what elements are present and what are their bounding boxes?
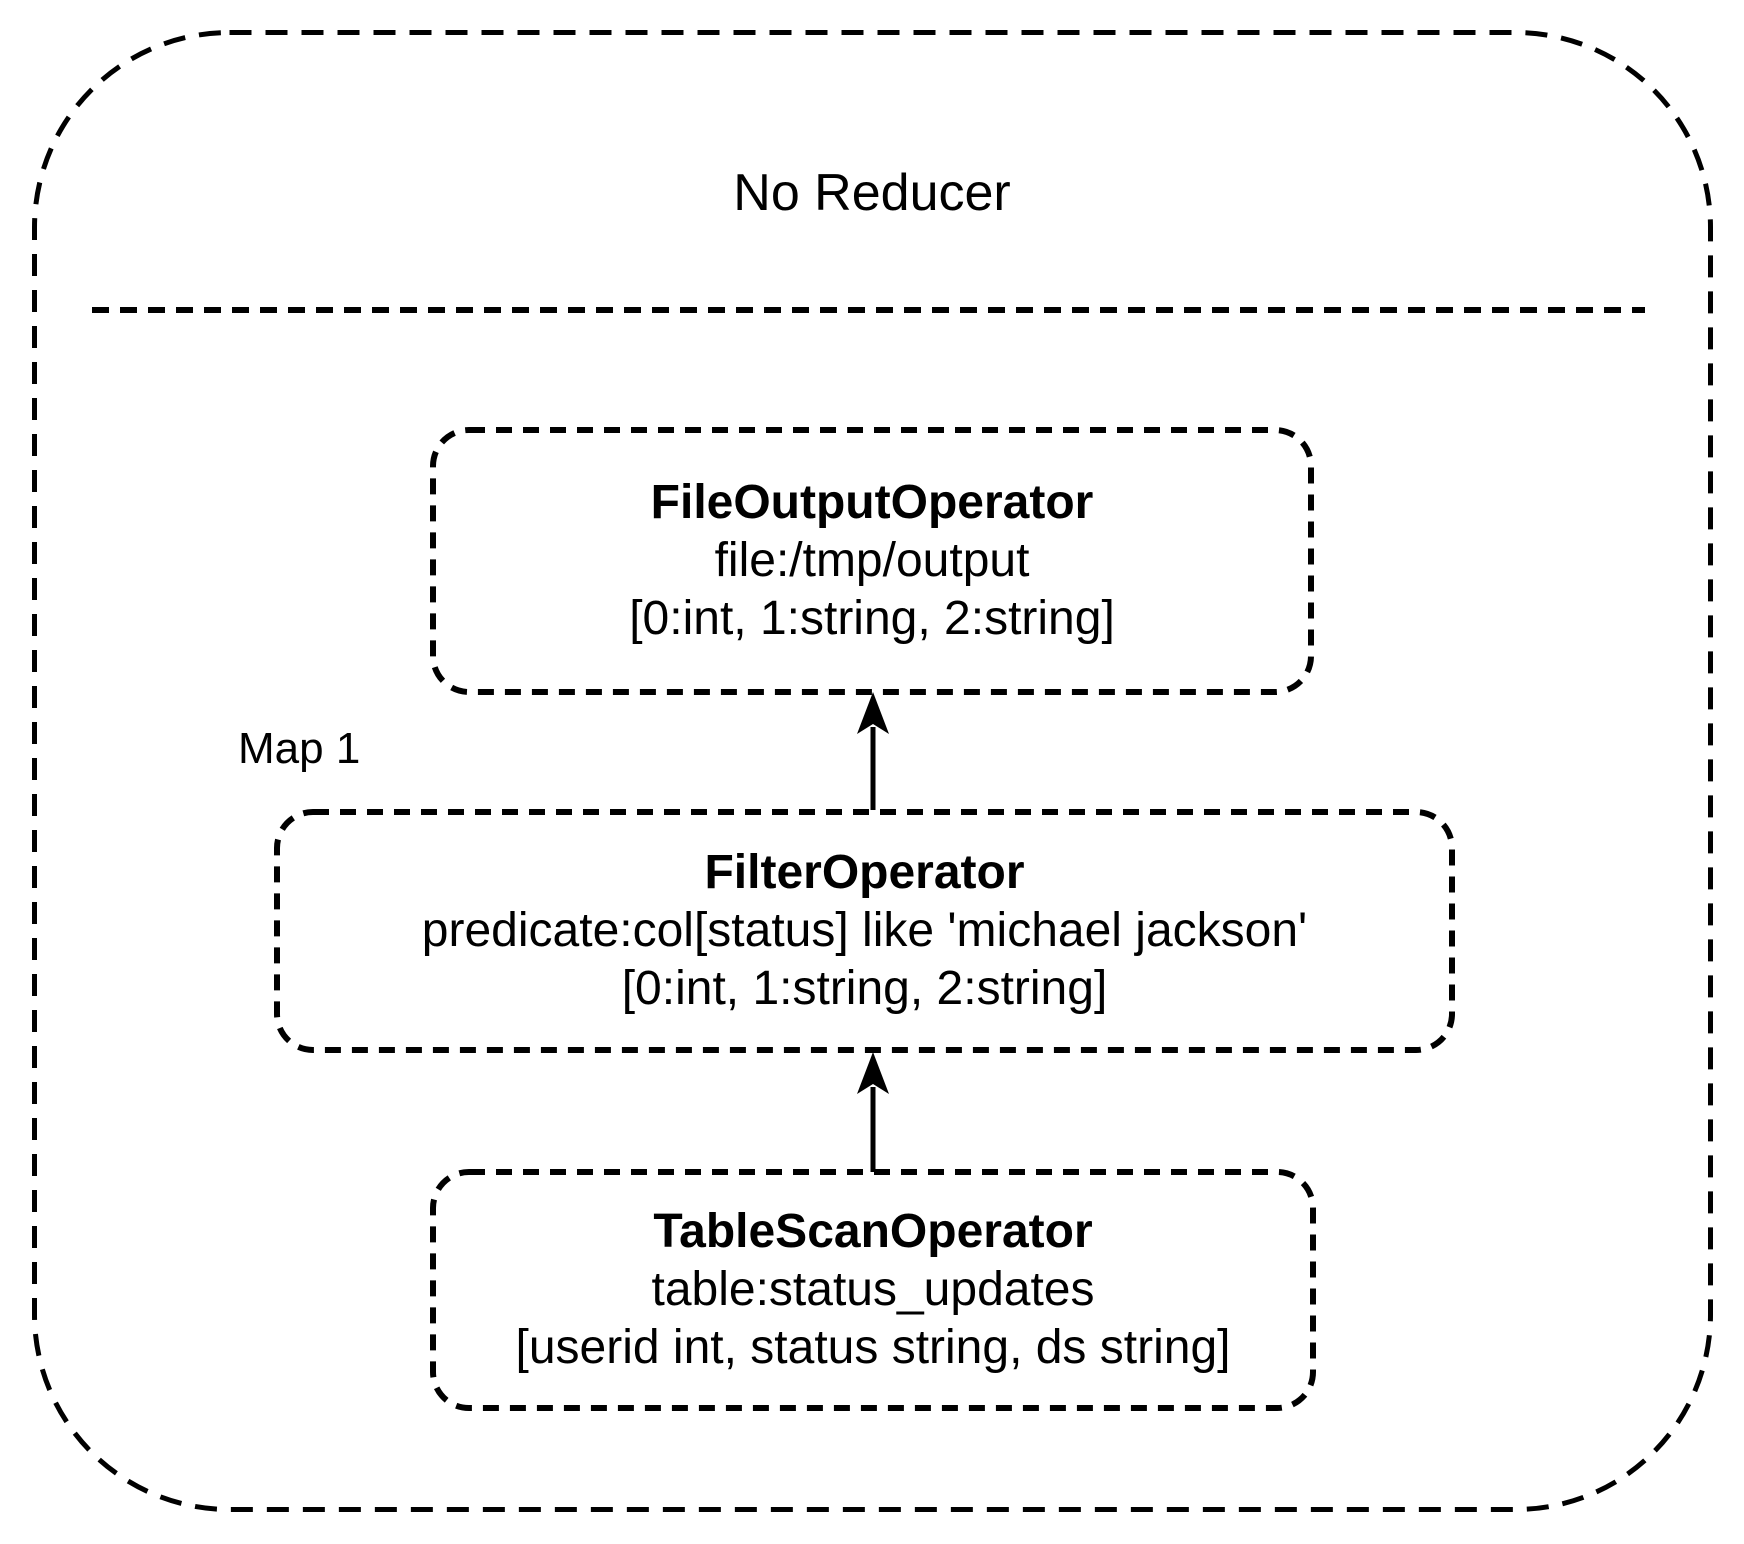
node-file-output-operator: FileOutputOperator file:/tmp/output [0:i… bbox=[433, 430, 1311, 692]
edge-filter-to-fileoutput bbox=[857, 692, 889, 810]
map-1-label: Map 1 bbox=[238, 724, 361, 773]
table-scan-operator-border bbox=[430, 1169, 1316, 1411]
node-schema: [userid int, status string, ds string] bbox=[515, 1321, 1231, 1374]
node-detail: predicate:col[status] like 'michael jack… bbox=[421, 904, 1308, 957]
edge-tablescan-to-filter bbox=[857, 1052, 889, 1172]
arrow-up-icon bbox=[857, 692, 889, 734]
filter-operator-border bbox=[274, 809, 1455, 1053]
node-detail: table:status_updates bbox=[651, 1263, 1095, 1316]
node-table-scan-operator: TableScanOperator table:status_updates [… bbox=[433, 1172, 1313, 1408]
no-reducer-stage-border bbox=[32, 30, 1713, 1512]
node-schema: [0:int, 1:string, 2:string] bbox=[629, 592, 1115, 645]
node-detail: file:/tmp/output bbox=[714, 534, 1030, 587]
node-filter-operator: FilterOperator predicate:col[status] lik… bbox=[277, 812, 1452, 1050]
arrow-up-icon bbox=[857, 1052, 889, 1094]
node-title: FileOutputOperator bbox=[650, 476, 1094, 529]
file-output-operator-border bbox=[430, 427, 1314, 695]
node-title: FilterOperator bbox=[704, 846, 1025, 899]
node-schema: [0:int, 1:string, 2:string] bbox=[621, 962, 1108, 1015]
stage-title: No Reducer bbox=[733, 164, 1011, 222]
node-title: TableScanOperator bbox=[653, 1205, 1093, 1258]
